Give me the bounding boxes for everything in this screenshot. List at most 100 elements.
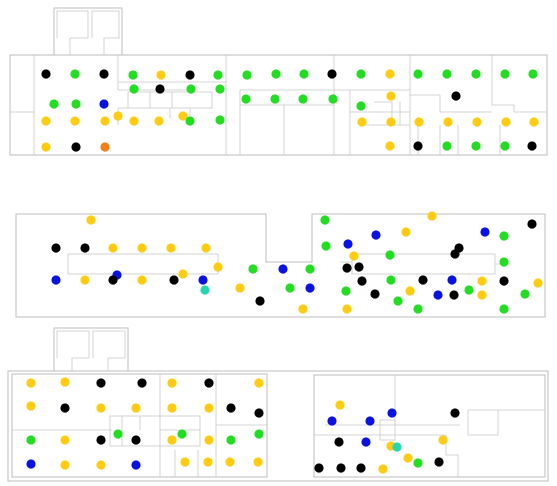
marker-yellow — [156, 70, 166, 80]
marker-yellow — [131, 403, 141, 413]
marker-yellow — [204, 435, 214, 445]
marker-yellow — [96, 403, 106, 413]
marker-black — [450, 408, 460, 418]
marker-yellow — [501, 117, 511, 127]
marker-black — [226, 403, 236, 413]
marker-green — [341, 286, 351, 296]
marker-black — [255, 296, 265, 306]
marker-yellow — [405, 286, 415, 296]
marker-blue — [305, 283, 315, 293]
marker-blue — [99, 99, 109, 109]
marker-green — [128, 70, 138, 80]
marker-green — [248, 264, 258, 274]
marker-black — [254, 408, 264, 418]
marker-green — [129, 84, 139, 94]
marker-green — [215, 84, 225, 94]
bottom-annex-rooms — [56, 330, 126, 371]
marker-yellow — [60, 435, 70, 445]
marker-black — [336, 463, 346, 473]
marker-blue — [198, 275, 208, 285]
marker-green — [471, 141, 481, 151]
marker-yellow — [96, 460, 106, 470]
marker-green — [299, 69, 309, 79]
marker-black — [60, 403, 70, 413]
marker-black — [342, 263, 352, 273]
marker-yellow — [178, 269, 188, 279]
marker-blue — [51, 275, 61, 285]
marker-green — [499, 257, 509, 267]
marker-yellow — [385, 69, 395, 79]
marker-green — [270, 94, 280, 104]
marker-yellow — [253, 457, 263, 467]
marker-green — [499, 304, 509, 314]
marker-green — [356, 101, 366, 111]
marker-blue — [480, 227, 490, 237]
marker-black — [51, 243, 61, 253]
marker-black — [327, 69, 337, 79]
marker-blue — [365, 416, 375, 426]
marker-green — [500, 69, 510, 79]
marker-black — [99, 69, 109, 79]
marker-black — [131, 435, 141, 445]
marker-yellow — [86, 215, 96, 225]
bottom-west-wing — [11, 373, 268, 478]
marker-green — [254, 429, 264, 439]
marker-black — [413, 141, 423, 151]
marker-black — [41, 69, 51, 79]
marker-black — [80, 243, 90, 253]
marker-green — [328, 94, 338, 104]
marker-yellow — [357, 117, 367, 127]
marker-black — [71, 142, 81, 152]
marker-yellow — [443, 117, 453, 127]
marker-green — [298, 94, 308, 104]
marker-black — [499, 276, 509, 286]
marker-green — [386, 275, 396, 285]
marker-yellow — [401, 227, 411, 237]
bottom-west-partitions — [12, 374, 267, 477]
marker-yellow — [154, 116, 164, 126]
marker-black — [137, 378, 147, 388]
marker-yellow — [203, 457, 213, 467]
floor-plan-bottom — [7, 327, 549, 482]
marker-green — [26, 435, 36, 445]
marker-yellow — [137, 243, 147, 253]
marker-blue — [131, 460, 141, 470]
marker-green — [500, 141, 510, 151]
marker-green — [320, 215, 330, 225]
marker-black — [155, 84, 165, 94]
marker-green — [385, 250, 395, 260]
sensor-markers — [26, 69, 543, 474]
marker-yellow — [180, 457, 190, 467]
marker-yellow — [204, 403, 214, 413]
marker-black — [204, 378, 214, 388]
marker-green — [113, 429, 123, 439]
marker-black — [451, 91, 461, 101]
marker-yellow — [178, 111, 188, 121]
marker-blue — [26, 459, 36, 469]
marker-yellow — [225, 457, 235, 467]
marker-green — [528, 69, 538, 79]
marker-black — [96, 378, 106, 388]
marker-black — [96, 435, 106, 445]
marker-yellow — [349, 251, 359, 261]
marker-yellow — [60, 377, 70, 387]
marker-black — [370, 289, 380, 299]
marker-blue — [343, 239, 353, 249]
marker-yellow — [113, 111, 123, 121]
floor-middle-outline — [15, 213, 546, 318]
marker-black — [314, 463, 324, 473]
marker-green — [305, 264, 315, 274]
marker-yellow — [254, 378, 264, 388]
marker-yellow — [213, 262, 223, 272]
marker-yellow — [386, 91, 396, 101]
marker-green — [442, 141, 452, 151]
marker-green — [413, 69, 423, 79]
bottom-west-core — [109, 415, 201, 447]
marker-green — [70, 69, 80, 79]
marker-black — [334, 437, 344, 447]
marker-yellow — [477, 276, 487, 286]
marker-yellow — [41, 116, 51, 126]
marker-cyan — [200, 285, 210, 295]
marker-yellow — [167, 435, 177, 445]
